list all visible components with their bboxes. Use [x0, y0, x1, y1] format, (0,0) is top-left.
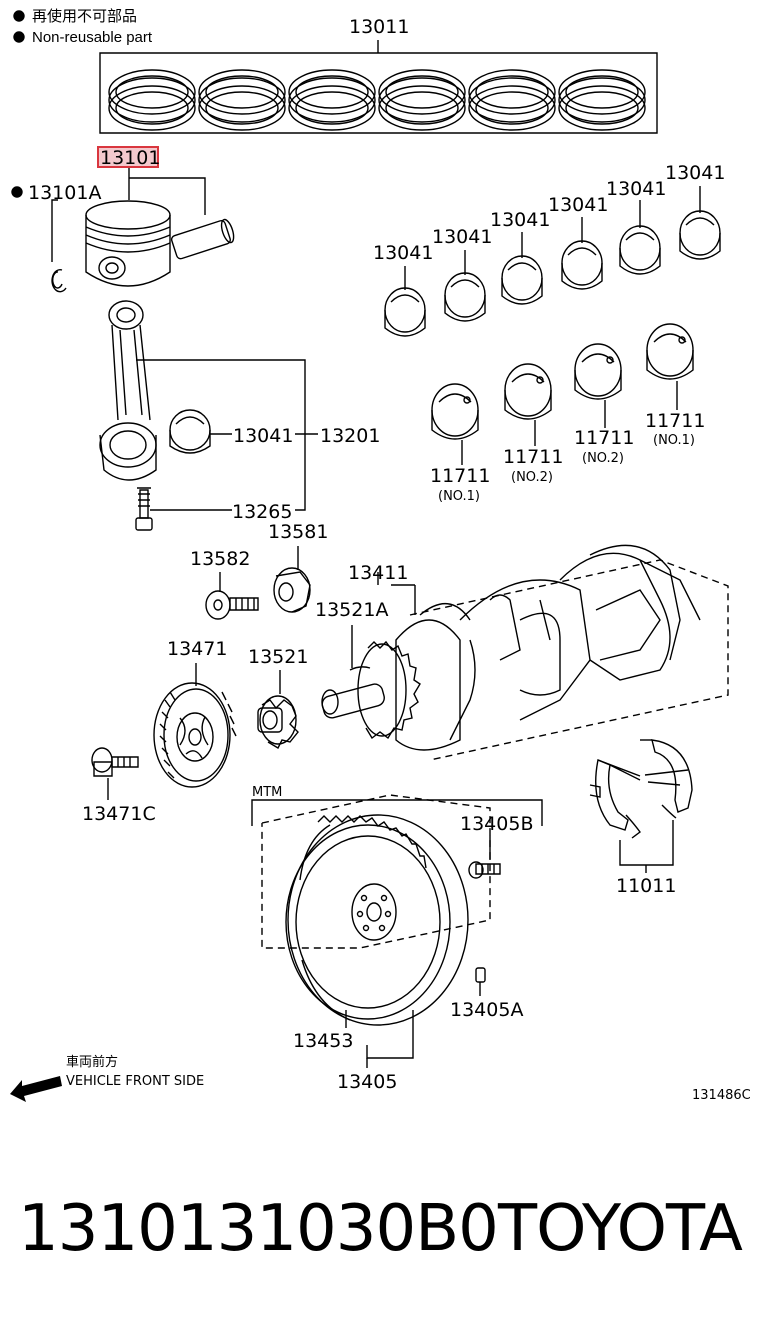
bearing-note-no2: (NO.2): [582, 451, 624, 466]
part-label-13041: 13041: [233, 425, 293, 447]
footer-brand: TOYOTA: [498, 1192, 743, 1266]
timing-gear-key: [274, 568, 310, 612]
vehicle-front-arrow-icon: [10, 1076, 62, 1102]
part-label-13041: 13041: [490, 209, 550, 231]
connecting-rod: [100, 301, 156, 480]
part-label-13582: 13582: [190, 548, 250, 570]
part-label-13041: 13041: [432, 226, 492, 248]
non-reusable-dot-icon: [14, 11, 24, 21]
part-label-13521A: 13521A: [315, 599, 388, 621]
part-label-13265: 13265: [232, 501, 292, 523]
part-label-11711: 11711: [645, 410, 705, 432]
part-label-13101: 13101: [100, 147, 160, 169]
part-label-13041: 13041: [548, 194, 608, 216]
bearing-note-no1: (NO.1): [653, 433, 695, 448]
flywheel: [286, 815, 468, 1025]
drawing-number: 131486C: [692, 1088, 751, 1103]
part-label-13471C: 13471C: [82, 803, 156, 825]
part-label-13405: 13405: [337, 1071, 397, 1093]
rod-bearing: [170, 410, 210, 453]
piston-ring-set-box: [100, 53, 657, 133]
thrust-washers: [590, 740, 692, 838]
vehicle-front-jp: 車両前方: [66, 1054, 118, 1070]
mtm-note: MTM: [252, 785, 282, 800]
footer-part-number: 1310131030B0: [18, 1192, 499, 1266]
rod-bolt: [136, 488, 152, 530]
part-footer: 1310131030B0 TOYOTA: [18, 1192, 748, 1272]
part-label-13041: 13041: [606, 178, 666, 200]
part-label-13581: 13581: [268, 521, 328, 543]
crankshaft-pulley: [154, 683, 236, 787]
crankshaft-callout-dashed: [410, 560, 728, 760]
piston: [86, 201, 170, 286]
part-label-13411: 13411: [348, 562, 408, 584]
snap-ring: [52, 270, 66, 292]
flywheel-bolt-13405B: [469, 862, 500, 878]
crankshaft-timing-sprocket: [258, 696, 298, 748]
part-label-11011: 11011: [616, 875, 676, 897]
part-label-13101A: 13101A: [28, 182, 101, 204]
non-reusable-dot-icon: [12, 187, 22, 197]
bearing-note-no2: (NO.2): [511, 470, 553, 485]
crankshaft: [320, 545, 700, 750]
vehicle-front-en: VEHICLE FRONT SIDE: [66, 1074, 204, 1089]
main-bearing-shells-lower: [432, 324, 693, 439]
highlight-box-13101: [98, 147, 158, 167]
piston-pin: [171, 218, 236, 260]
piston-ring-set: [109, 70, 645, 130]
part-label-13041: 13041: [665, 162, 725, 184]
part-label-13471: 13471: [167, 638, 227, 660]
part-label-13201: 13201: [320, 425, 380, 447]
part-label-13011: 13011: [349, 16, 409, 38]
legend-non-reusable-en: Non-reusable part: [32, 29, 153, 46]
part-label-13405B: 13405B: [460, 813, 533, 835]
part-label-11711: 11711: [503, 446, 563, 468]
part-label-13521: 13521: [248, 646, 308, 668]
part-label-11711: 11711: [574, 427, 634, 449]
bearing-note-no1: (NO.1): [438, 489, 480, 504]
part-label-13405A: 13405A: [450, 999, 523, 1021]
legend-non-reusable-jp: 再使用不可部品: [32, 8, 137, 25]
part-label-11711: 11711: [430, 465, 490, 487]
crank-pulley-bolt-13582: [206, 591, 258, 619]
flywheel-dowel-pin-13405A: [476, 968, 485, 982]
pulley-bolt-13471C: [92, 748, 138, 776]
part-label-13453: 13453: [293, 1030, 353, 1052]
non-reusable-dot-icon: [14, 32, 24, 42]
part-label-13041: 13041: [373, 242, 433, 264]
